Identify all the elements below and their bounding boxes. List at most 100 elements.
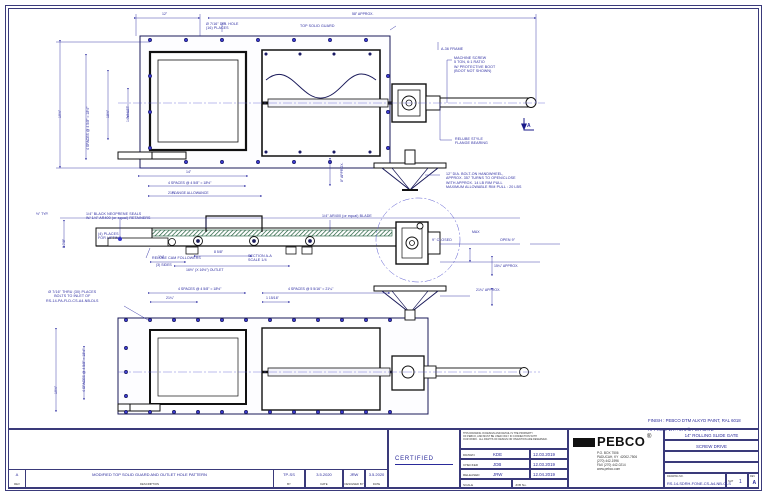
checked-cell: CHECKED JDB (460, 459, 530, 469)
company-address: P.O. BOX 7506 PADUCAH, KY 42002-7506 (27… (597, 451, 638, 472)
sheet-border-inner (8, 8, 759, 488)
proprietary-text: THIS DRAWING IN DESIGN AND DETAIL IS THE… (463, 432, 548, 442)
certified-cell: CERTIFIED (388, 429, 460, 489)
section-arrow-label-a: A (527, 123, 531, 129)
rev-row-by: TP-SS (283, 471, 295, 477)
sheet-number-cell: SHT 1 (726, 473, 748, 489)
dim-1-15-16: 1 15/16" (266, 296, 279, 300)
rev-header-date2: DATE (372, 481, 381, 486)
dim-9-1-4-b: 21¼" (166, 296, 175, 300)
drawing-title-line1-cell: 14" ROLLING SLIDE GATE (664, 429, 759, 440)
released-cell: RELEASED JRW (460, 469, 530, 479)
released-date-cell: 12.04.2019 (530, 469, 568, 479)
drawing-title-line2: SCREW DRIVE (696, 444, 727, 449)
released-name: JRW (493, 472, 503, 477)
note-neoprene-seals: 1/4" BLACK NEOPRENE SEALS W/ 1/4" AR400 … (86, 212, 151, 221)
dim-half-typ: ½" TYP. (36, 212, 49, 216)
revision-cell: REV A (748, 473, 759, 489)
dim-21-3-4: 21¾" APPROX. (476, 288, 501, 292)
checked-date: 12.03.2019 (533, 462, 555, 467)
dim-4sp-4-5-8-c: 4 SPACES @ 4 5/8" = 18½" (82, 348, 86, 392)
pebco-logo-mark (573, 438, 595, 447)
top-plan-view (117, 35, 545, 191)
job-cell: JOB No. (512, 479, 568, 489)
checked-label: CHECKED (463, 462, 479, 467)
drawn-name: KDE (493, 452, 503, 457)
released-date: 12.04.2019 (533, 472, 555, 477)
note-lifting-places: (4) PLACES FOR LIFTING (98, 232, 122, 241)
rev-header-description: DESCRIPTION (139, 481, 160, 486)
rev-row-letter: A (15, 471, 19, 477)
dim-flange-allow: FLANGE ALLOWANCE (172, 191, 209, 195)
note-machine-screw: MACHINE SCREW 5 TON, 6:1 RATIO W/ PROTEC… (454, 56, 496, 74)
dim-19-1-2: 19½" (58, 109, 62, 118)
dim-14-inlet: 14" INLET (126, 105, 130, 122)
bottom-view-dimensions (55, 287, 493, 413)
finish-note: FINISH : PEBCO DTM ALKYD PAINT, RAL 6018 (648, 418, 741, 423)
designedby-col (343, 469, 365, 489)
dim-19-1-2-b: 19½" (54, 385, 58, 394)
sheet-label: SHT (728, 480, 734, 483)
note-handwheel: 12" DIA. BOLT-ON HANDWHEEL, APPROX. 357 … (446, 172, 522, 190)
scale-label: SCALE (463, 482, 474, 487)
bottom-elevation-view (117, 285, 540, 415)
dim-58-approx: 58" APPROX. (352, 12, 374, 16)
drawing-title-line3-cell (664, 451, 759, 462)
dim-9-1-4: 21¼" (168, 191, 177, 195)
dim-14in-inlet: 14" (186, 170, 192, 174)
dim-8-5-8: 8 5/8" (214, 250, 224, 254)
rev-row-designedby: JRW (349, 471, 359, 477)
released-label: RELEASED (463, 472, 480, 477)
drawn-date-cell: 12.03.2019 (530, 449, 568, 459)
rev-col (8, 469, 26, 489)
drawing-title-line1: 14" ROLLING SLIDE GATE (684, 433, 739, 438)
rev-header-by: BY (287, 481, 291, 486)
dim-max: MAX (472, 230, 480, 234)
dim-15-1-4: 15¼" APPROX. (494, 264, 519, 268)
top-view-dimensions (56, 14, 537, 197)
title-block: A MODIFIED TOP SOLID GUARD AND OUTLET HO… (8, 428, 759, 489)
note-open: OPEN 9" (500, 238, 516, 242)
note-a36-frame: A-36 FRAME (441, 47, 464, 51)
note-blade: 1/4" AR400 (or equal) BLADE (322, 214, 372, 218)
drawn-label: DRAWN (463, 452, 475, 457)
dim-4spaces-4-5-8: 4 SPACES @ 4 5/8" = 18½" (86, 106, 90, 150)
revision-label: REV (750, 475, 755, 478)
dim-9-7-8: 9 7/8" (62, 238, 66, 248)
drawing-number-label: DRAWING NO. (667, 475, 684, 478)
rev-row-description: MODIFIED TOP SOLID GUARD AND OUTLET HOLE… (92, 471, 207, 477)
rev-row-date2: 3.5.2020 (368, 471, 385, 477)
sheet-border-outer (5, 5, 762, 491)
dim-1-3-4: 1¾" (158, 255, 165, 259)
dim-18-1-2: 18½" (106, 109, 110, 118)
dim-8-approx: 8" APPROX. (340, 162, 344, 182)
dim-4sp-4-5-8-b: 4 SPACES @ 4 5/8" = 18½" (178, 287, 222, 291)
dim-4spaces-a: 4 SPACES @ 4 5/8" = 18½" (168, 181, 212, 185)
checked-date-cell: 12.03.2019 (530, 459, 568, 469)
note-thru-holes: Ø 7/16" THRU (30) PLACES BOLTS TO INLET … (46, 290, 99, 303)
dim-4sp-5-5-16: 4 SPACES @ 5 5/16" = 21¼" (288, 287, 334, 291)
dim-outlet: 16½" (X 16½") OUTLET (186, 268, 224, 272)
drawing-number-value: RS-14-SDRH-FONE-CS-A4-NB-OLS (667, 481, 731, 486)
job-label: JOB No. (515, 482, 527, 487)
drawn-date: 12.03.2019 (533, 452, 555, 457)
date2-col (365, 469, 388, 489)
dim-12in: 12" (162, 12, 168, 16)
note-flange-bearing: RELUBE STYLE FLANGE BEARING (455, 137, 488, 146)
company-name: PEBCO (597, 434, 646, 449)
revision-value: A (752, 480, 757, 486)
rev-header-rev: REV (14, 481, 20, 486)
drawing-number-cell: DRAWING NO. RS-14-SDRH-FONE-CS-A4-NB-OLS (664, 473, 731, 489)
drawing-title-line4-cell (664, 462, 759, 473)
rev-row-date: 3.5.2020 (316, 471, 332, 477)
dim-3-sides: (3) SIDES (156, 263, 172, 267)
date-col (305, 469, 343, 489)
proprietary-cell: THIS DRAWING IN DESIGN AND DETAIL IS THE… (460, 429, 568, 449)
rev-header-date: DATE (320, 481, 328, 486)
certified-label: CERTIFIED (395, 456, 434, 462)
note-top-solid-guard: TOP SOLID GUARD (300, 24, 335, 28)
drawn-cell: DRAWN KDE (460, 449, 530, 459)
note-hole-callout: Ø 7/16" DIA. HOLE (16) PLACES (206, 22, 239, 31)
